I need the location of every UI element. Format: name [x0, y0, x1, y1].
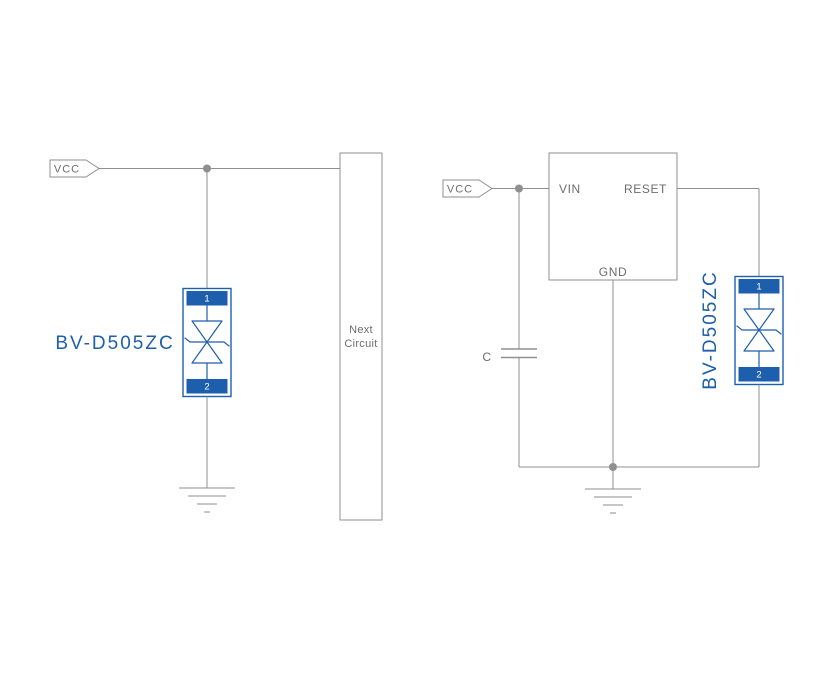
- capacitor-label: C: [482, 350, 491, 364]
- component-pad-top: [738, 279, 780, 294]
- component-pin-number-top: 1: [756, 282, 761, 293]
- component-pin-number-top: 1: [204, 294, 209, 305]
- vin-pin-label: VIN: [559, 182, 581, 196]
- ic-box: [548, 152, 678, 281]
- component-part-number: BV-D505ZC: [700, 270, 721, 389]
- next-circuit-label-line2: Circuit: [344, 338, 377, 350]
- component-part-number: BV-D505ZC: [55, 333, 174, 354]
- capacitor-symbol: [501, 348, 537, 359]
- ground-symbol: [179, 487, 235, 513]
- tvs-zener-bar: [736, 325, 782, 335]
- vcc-net-tag: [442, 179, 493, 198]
- tvs-triangle-top: [743, 308, 775, 331]
- vcc-net-tag: [49, 159, 100, 178]
- reset-pin-label: RESET: [624, 182, 667, 196]
- tvs-diode-symbol: [736, 292, 782, 368]
- next-circuit-label-line1: Next: [349, 324, 373, 336]
- next-circuit-box: [339, 152, 383, 521]
- component-pad-bottom: [738, 367, 780, 382]
- left-circuit: VCC Next Circuit 1 2 BV-D505ZC: [49, 152, 383, 521]
- vcc-net-label: VCC: [54, 164, 80, 176]
- tvs-diode-symbol: [184, 304, 230, 380]
- component-pin-number-bottom: 2: [204, 382, 209, 393]
- vcc-net-label: VCC: [447, 184, 473, 196]
- right-circuit: VCC VIN RESET GND C 1 2: [442, 152, 784, 514]
- tvs-component: 1 2: [182, 287, 232, 398]
- component-pad-bottom: [186, 379, 228, 394]
- gnd-pin-label: GND: [599, 265, 627, 279]
- tvs-zener-bar: [184, 337, 230, 347]
- component-pin-number-bottom: 2: [756, 370, 761, 381]
- ground-symbol: [585, 488, 641, 514]
- component-pad-top: [186, 291, 228, 306]
- tvs-triangle-top: [191, 320, 223, 343]
- tvs-component: 1 2: [734, 275, 784, 386]
